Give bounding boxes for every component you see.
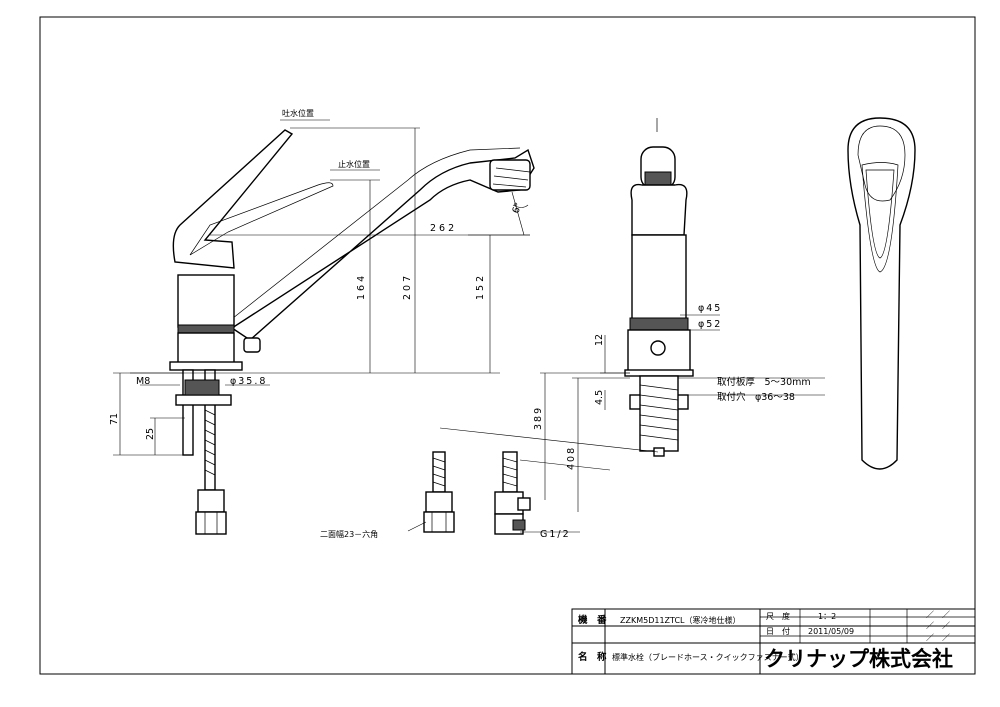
label-stop-position: 止水位置: [338, 159, 370, 169]
base-flange: [169, 361, 243, 371]
label-dim-12: 12: [594, 334, 605, 346]
tb-date-key: 日 付: [766, 626, 790, 636]
label-dim-389: 389: [533, 406, 544, 430]
label-dim-25: 25: [145, 428, 156, 440]
top-view-lever: [865, 169, 895, 259]
label-dim-262: 262: [430, 223, 457, 234]
label-mount-thickness: 取付板厚 5～30mm: [717, 376, 811, 388]
tb-date-value: 2011/05/09: [808, 627, 854, 636]
tb-scale-value: 1：2: [818, 612, 836, 621]
lever-handle-closed: [189, 182, 334, 256]
top-view-outline: [847, 117, 916, 470]
hex-connector: [423, 511, 455, 533]
tb-rev-1: ／ ／: [926, 610, 950, 619]
faucet-side-view: [169, 129, 535, 535]
aerator: [489, 159, 531, 191]
tb-scale-key: 尺 度: [766, 611, 790, 621]
label-dim-71: 71: [109, 413, 120, 425]
hose-connector-detail: [423, 451, 455, 533]
faucet-body: [177, 274, 235, 328]
tb-model-key: 機 番: [578, 614, 607, 626]
front-dimensions: [439, 314, 825, 512]
label-mount-hole: 取付穴 φ36～38: [717, 391, 795, 403]
tb-rev-3: ／ ／: [926, 633, 950, 642]
label-dim-408: 408: [566, 446, 577, 470]
label-spout-position: 吐水位置: [282, 108, 314, 118]
front-body: [631, 234, 687, 326]
label-phi-52: φ52: [698, 319, 722, 330]
label-angle: 6°: [510, 201, 524, 215]
label-g-half: G1/2: [540, 529, 571, 540]
tb-model-value: ZZKM5D11ZTCL（寒冷地仕様）: [620, 615, 740, 625]
tb-rev-2: ／ ／: [926, 621, 950, 630]
quick-fastener-detail: [494, 451, 531, 535]
hex-nut: [197, 489, 225, 513]
company-name: クリナップ株式会社: [764, 647, 953, 671]
faucet-top-view: [847, 117, 916, 470]
label-dim-152: 152: [475, 273, 486, 300]
lever-handle-open: [172, 129, 294, 269]
label-phi-35-8: φ35.8: [230, 376, 267, 387]
label-phi-45: φ45: [698, 303, 722, 314]
label-m8: M8: [136, 376, 150, 387]
label-dim-4-5: 4.5: [594, 390, 605, 405]
label-hex-width: 二面幅23－六角: [320, 529, 378, 539]
side-dimensions: [113, 119, 530, 456]
front-outlet: [650, 340, 666, 356]
tb-name-value: 標準水栓（ブレードホース・クイックファスナー式）: [612, 652, 804, 662]
drawing-border: [39, 16, 976, 675]
faucet-front-view: [624, 118, 694, 457]
label-dim-164: 164: [356, 273, 367, 300]
spout: [230, 148, 535, 341]
label-dim-207: 207: [402, 273, 413, 300]
tb-name-key: 名 称: [578, 651, 607, 663]
title-block: [571, 608, 976, 675]
